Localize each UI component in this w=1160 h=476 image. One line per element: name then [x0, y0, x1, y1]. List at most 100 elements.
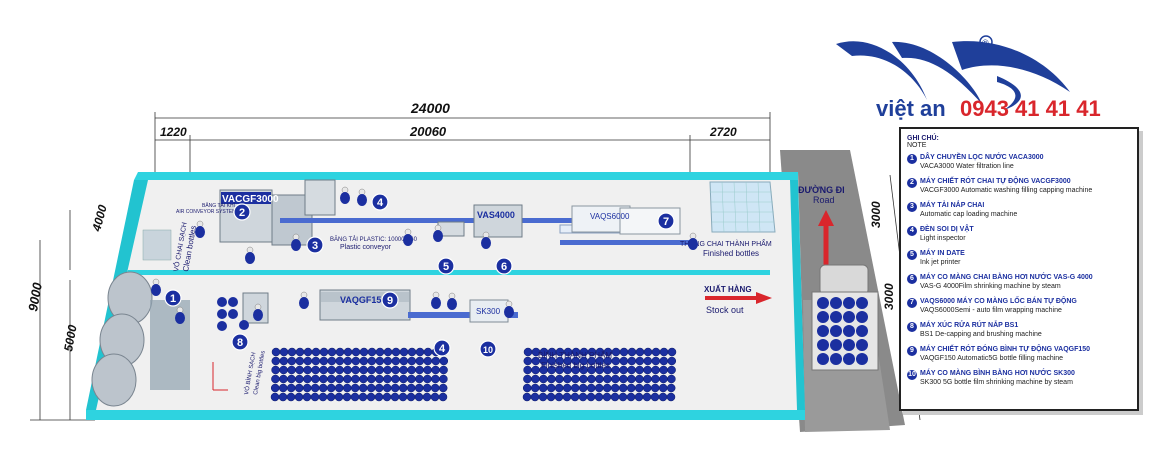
big-bottle [530, 392, 540, 402]
legend-text-vi: MÁY CO MÀNG BÌNH BẰNG HƠI NƯỚC SK300 [920, 370, 1075, 377]
big-bottle [431, 374, 440, 384]
big-bottle [311, 347, 321, 357]
big-bottle [278, 383, 288, 393]
big-bottle [375, 356, 385, 366]
legend-number-badge: 10 [907, 370, 917, 380]
station-marker: 2 [233, 203, 251, 221]
worker-figure [340, 186, 350, 204]
label-vaqs6000: VAQS6000 [590, 212, 630, 221]
big-bottle [626, 392, 636, 402]
station-marker: 7 [657, 212, 675, 230]
legend-number-badge: 7 [907, 298, 917, 308]
big-bottle [643, 347, 653, 357]
big-bottle [414, 392, 424, 402]
big-bottle [415, 374, 424, 384]
big-bottle [271, 374, 280, 384]
station-marker-number: 4 [439, 343, 446, 355]
legend-text-vi: ĐÈN SOI DỊ VẬT [920, 226, 974, 233]
legend-text-en: VAS-G 4000Film shrinking machine by stea… [920, 283, 1061, 290]
big-bottle [610, 383, 620, 393]
big-bottle [302, 383, 312, 393]
legend-text-vi: VAQS6000 MÁY CO MÀNG LỐC BÁN TỰ ĐỘNG [920, 298, 1077, 305]
worker-figure [447, 292, 457, 310]
worker-figure [151, 278, 161, 296]
station-marker: 4 [433, 339, 451, 357]
big-bottle [659, 374, 668, 384]
big-bottle [383, 365, 392, 375]
label-vas4000: VAS4000 [477, 210, 515, 220]
legend-text-en: VAQS6000Semi - auto film wrapping machin… [920, 307, 1062, 314]
big-bottle [271, 347, 281, 357]
big-bottle [351, 365, 360, 375]
big-bottle [422, 392, 432, 402]
big-bottle [619, 347, 629, 357]
big-bottle [531, 374, 540, 384]
label-stock-out-vi: XUẤT HÀNG [704, 284, 752, 294]
big-bottle [374, 383, 384, 393]
station-marker-number: 8 [237, 337, 243, 349]
station-marker-number: 2 [239, 207, 245, 219]
big-bottle [279, 347, 289, 357]
big-bottle [326, 383, 336, 393]
big-bottle [547, 374, 556, 384]
big-bottle [666, 383, 676, 393]
big-bottle [294, 392, 304, 402]
registered-mark: ® [982, 38, 989, 48]
big-bottle [350, 392, 360, 402]
station-marker: 9 [381, 291, 399, 309]
legend-text: VAQS6000 MÁY CO MÀNG LỐC BÁN TỰ ĐỘNG VAQS… [920, 297, 1077, 315]
dim-total-width: 24000 [410, 100, 450, 116]
station-marker: 5 [437, 257, 455, 275]
station-marker-number: 5 [443, 261, 449, 273]
station-marker: 6 [495, 257, 513, 275]
big-bottle [634, 383, 644, 393]
big-bottle [666, 392, 676, 402]
big-bottle [342, 383, 352, 393]
big-bottle [295, 365, 304, 375]
big-bottle [667, 347, 677, 357]
big-bottle [406, 383, 416, 393]
big-bottle [643, 356, 653, 366]
vaqs6000-machine [571, 205, 681, 235]
big-bottle [334, 392, 344, 402]
legend-text-en: Automatic cap loading machine [920, 211, 1018, 218]
big-bottle [287, 374, 296, 384]
big-bottle [311, 356, 321, 366]
dim-left-top: 4000 [89, 203, 110, 234]
big-bottle [658, 383, 668, 393]
big-bottle [603, 374, 612, 384]
label-big-finished-en: Finished big bottles [541, 361, 610, 370]
legend-text-vi: MÁY XÚC RỬA RÚT NẮP BS1 [920, 322, 1019, 329]
worker-figure [357, 188, 367, 206]
dim-seg1: 1220 [160, 125, 187, 139]
station-marker: 1 [164, 289, 182, 307]
floor-grate [142, 229, 172, 261]
big-bottle [602, 392, 612, 402]
legend-text-vi: MÁY CHIẾT RÓT ĐÓNG BÌNH TỰ ĐỘNG VAQGF150 [920, 346, 1091, 353]
station-marker: 4 [371, 193, 389, 211]
big-bottle [335, 374, 344, 384]
big-bottle [358, 392, 368, 402]
station-marker-number: 10 [483, 345, 493, 355]
label-stock-out-en: Stock out [706, 305, 744, 315]
big-bottle [571, 374, 580, 384]
left-dimensions [30, 210, 95, 421]
big-bottle [278, 392, 288, 402]
legend-number-badge: 9 [907, 346, 917, 356]
big-bottle [430, 383, 440, 393]
label-vacgf3000: VACGF3000 [222, 194, 279, 205]
big-bottle [383, 374, 392, 384]
big-bottle [382, 383, 392, 393]
big-bottle [611, 365, 620, 375]
big-bottle [618, 392, 628, 402]
big-bottle [391, 356, 401, 366]
big-bottle [659, 356, 669, 366]
label-sk300: SK300 [476, 307, 501, 316]
big-bottle [586, 392, 596, 402]
big-bottle [611, 356, 621, 366]
big-bottle [335, 356, 345, 366]
